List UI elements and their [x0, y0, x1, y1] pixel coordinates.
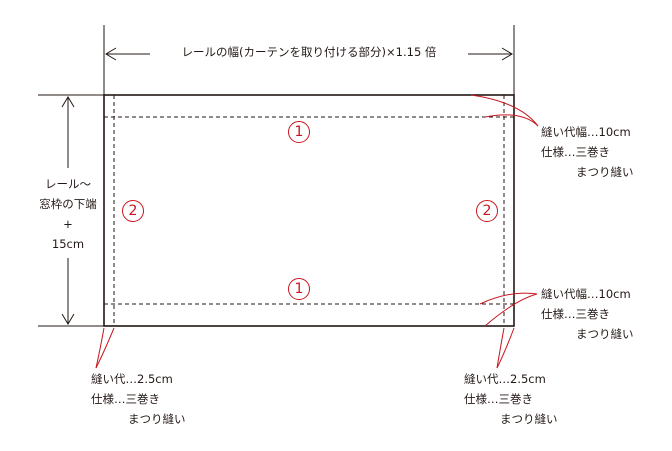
leader-bottom-a	[479, 292, 538, 305]
width-arrow-right	[501, 47, 513, 61]
leader-top-b	[484, 114, 539, 127]
bottom-left-note-line3: まつり縫い	[128, 412, 186, 426]
marker-hem-bottom: 1	[288, 278, 310, 300]
height-label-line4: 15cm	[51, 237, 85, 251]
bottom-left-note-line2: 仕様…三巻き	[91, 392, 160, 406]
width-arrow-left	[105, 47, 117, 61]
leader-right-a	[496, 327, 505, 369]
bottom-right-note-line2: 仕様…三巻き	[541, 307, 610, 321]
leader-left-a	[95, 327, 105, 369]
top-note-line1: 縫い代幅…10cm	[541, 125, 631, 139]
marker-hem-top: 1	[288, 121, 310, 143]
marker-side-right: 2	[476, 200, 498, 222]
top-note-line3: まつり縫い	[576, 165, 634, 179]
leader-bottom-b	[484, 293, 538, 327]
bottom-left-note-line1: 縫い代…2.5cm	[91, 372, 173, 386]
width-label: レールの幅(カーテンを取り付ける部分)×1.15 倍	[150, 45, 468, 59]
bottom-mid-note-line3: まつり縫い	[500, 412, 558, 426]
leader-top-a	[470, 94, 539, 127]
curtain-outline	[103, 94, 515, 327]
height-arrow-bottom	[61, 313, 75, 325]
top-note-line2: 仕様…三巻き	[541, 145, 610, 159]
bottom-right-note-line3: まつり縫い	[576, 327, 634, 341]
bottom-mid-note-line1: 縫い代…2.5cm	[464, 372, 546, 386]
height-label-line2: 窓枠の下端	[39, 197, 97, 211]
bottom-right-note-line1: 縫い代幅…10cm	[541, 287, 631, 301]
height-label-line3: +	[63, 217, 73, 231]
height-label-line1: レール～	[45, 177, 91, 191]
leader-right-b	[496, 327, 515, 369]
height-arrow-top	[61, 96, 75, 108]
marker-side-left: 2	[122, 200, 144, 222]
leader-left-b	[95, 327, 115, 369]
bottom-mid-note-line2: 仕様…三巻き	[464, 392, 533, 406]
